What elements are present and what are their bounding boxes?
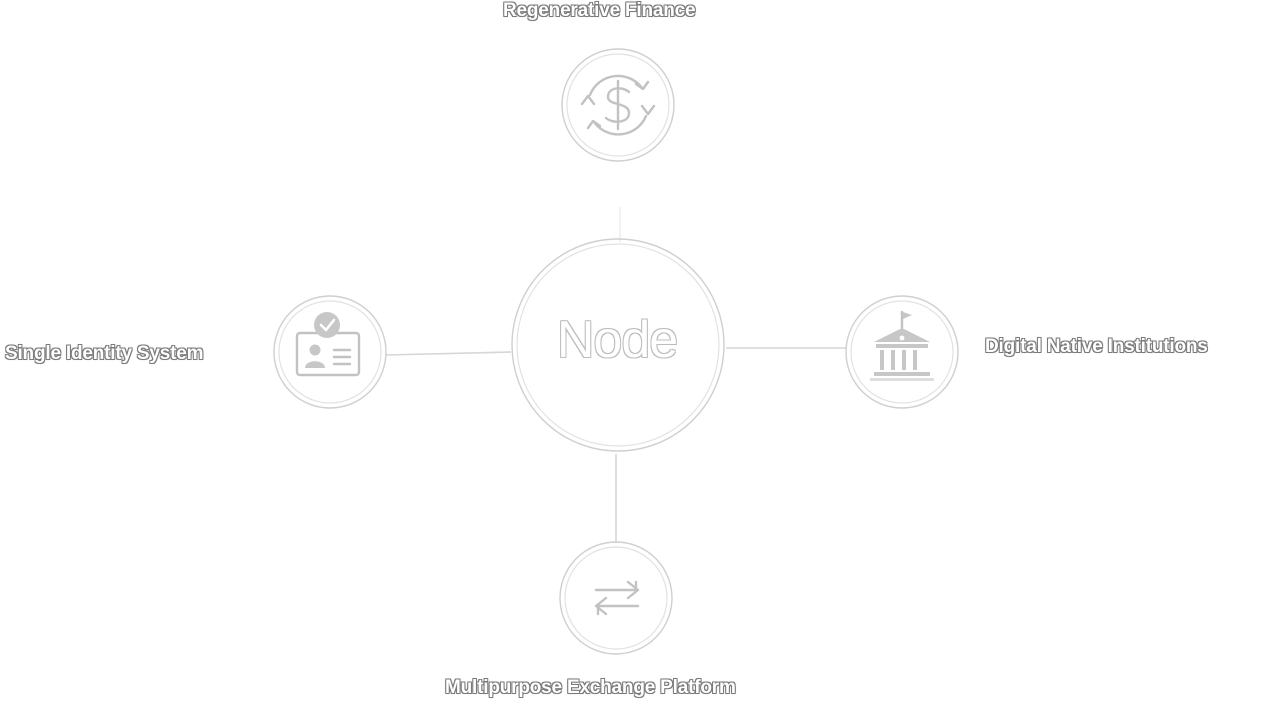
exchange-arrows-icon <box>594 580 640 616</box>
institution-building-icon <box>870 310 934 381</box>
center-node-label: Node <box>556 311 678 369</box>
node-regenerative-finance <box>561 48 675 162</box>
node-digital-native-institutions <box>845 295 959 409</box>
connector-left <box>385 351 512 356</box>
label-multipurpose-exchange-platform: Multipurpose Exchange Platform <box>445 677 736 698</box>
node-multipurpose-exchange-platform <box>559 541 673 655</box>
label-digital-native-institutions: Digital Native Institutions <box>985 336 1208 357</box>
label-single-identity-system: Single Identity System <box>5 343 204 364</box>
node-single-identity-system <box>273 295 387 409</box>
dollar-cycle-icon <box>580 74 656 136</box>
id-card-icon <box>295 312 361 377</box>
label-regenerative-finance: Regenerative Finance <box>503 0 696 21</box>
center-node <box>511 238 725 452</box>
